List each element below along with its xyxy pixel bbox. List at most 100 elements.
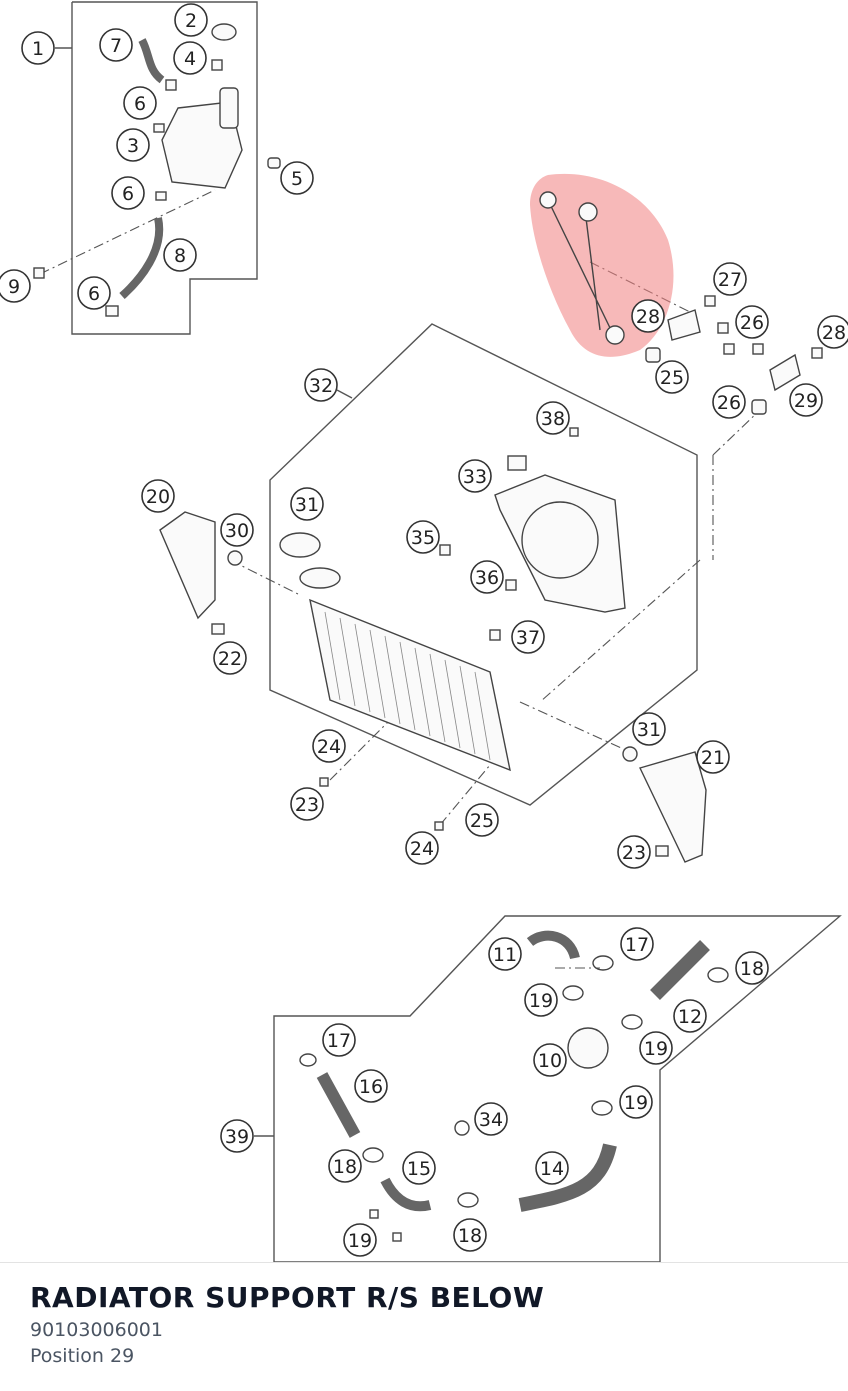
callout-18[interactable]: 18 — [453, 1218, 487, 1252]
callout-32[interactable]: 32 — [304, 368, 338, 402]
callout-circle — [405, 831, 439, 865]
callout-circle — [696, 740, 730, 774]
callout-36[interactable]: 36 — [470, 560, 504, 594]
hose-16 — [316, 1072, 361, 1138]
vent-hose — [138, 38, 165, 84]
callout-19[interactable]: 19 — [524, 983, 558, 1017]
callout-35[interactable]: 35 — [406, 520, 440, 554]
callout-circle — [290, 487, 324, 521]
callout-label: 24 — [410, 838, 434, 860]
callout-3[interactable]: 3 — [116, 128, 150, 162]
callout-circle — [465, 803, 499, 837]
callout-8[interactable]: 8 — [163, 238, 197, 272]
callout-28[interactable]: 28 — [817, 315, 848, 349]
callout-19[interactable]: 19 — [639, 1031, 673, 1065]
callout-22[interactable]: 22 — [213, 641, 247, 675]
callout-label: 23 — [622, 842, 646, 864]
callout-20[interactable]: 20 — [141, 479, 175, 513]
callout-19[interactable]: 19 — [619, 1085, 653, 1119]
callout-18[interactable]: 18 — [735, 951, 769, 985]
radiator-cap — [279, 532, 321, 558]
callout-label: 18 — [740, 958, 764, 980]
callout-19[interactable]: 19 — [343, 1223, 377, 1257]
hose-11 — [526, 930, 580, 960]
callout-circle — [141, 479, 175, 513]
callout-label: 14 — [540, 1158, 564, 1180]
callout-24[interactable]: 24 — [405, 831, 439, 865]
callout-label: 5 — [291, 168, 303, 190]
callout-9[interactable]: 9 — [0, 269, 31, 303]
callout-1[interactable]: 1 — [21, 31, 55, 65]
callout-label: 33 — [463, 466, 487, 488]
callout-label: 18 — [333, 1156, 357, 1178]
callout-circle — [322, 1023, 356, 1057]
callout-circle — [290, 787, 324, 821]
callout-circle — [163, 238, 197, 272]
callout-21[interactable]: 21 — [696, 740, 730, 774]
callout-label: 36 — [475, 567, 499, 589]
callout-label: 9 — [8, 276, 20, 298]
callout-16[interactable]: 16 — [354, 1069, 388, 1103]
callout-2[interactable]: 2 — [174, 3, 208, 37]
callout-25[interactable]: 25 — [465, 803, 499, 837]
callout-label: 15 — [407, 1158, 431, 1180]
callout-5[interactable]: 5 — [280, 161, 314, 195]
callout-label: 19 — [529, 990, 553, 1012]
part-number: 90103006001 — [30, 1319, 163, 1341]
callout-39[interactable]: 39 — [220, 1119, 254, 1153]
callout-circle — [655, 360, 689, 394]
callout-23[interactable]: 23 — [290, 787, 324, 821]
callout-28[interactable]: 28 — [631, 299, 665, 333]
callout-25[interactable]: 25 — [655, 360, 689, 394]
callout-circle — [213, 641, 247, 675]
callout-29[interactable]: 29 — [789, 383, 823, 417]
callout-27[interactable]: 27 — [713, 262, 747, 296]
callout-label: 11 — [493, 944, 517, 966]
callout-6[interactable]: 6 — [123, 86, 157, 120]
callout-circle — [511, 620, 545, 654]
side-cover-left — [159, 511, 216, 620]
support-plate-right — [769, 353, 801, 392]
callout-circle — [406, 520, 440, 554]
hose-14 — [518, 1143, 617, 1212]
callout-label: 26 — [740, 312, 764, 334]
callout-6[interactable]: 6 — [77, 276, 111, 310]
callout-label: 10 — [538, 1050, 562, 1072]
callout-14[interactable]: 14 — [535, 1151, 569, 1185]
callout-10[interactable]: 10 — [533, 1043, 567, 1077]
callout-label: 39 — [225, 1126, 249, 1148]
callout-6[interactable]: 6 — [111, 176, 145, 210]
callout-circle — [536, 401, 570, 435]
callout-26[interactable]: 26 — [712, 385, 746, 419]
callout-31[interactable]: 31 — [632, 712, 666, 746]
callout-label: 21 — [701, 747, 725, 769]
callout-33[interactable]: 33 — [458, 459, 492, 493]
callout-34[interactable]: 34 — [474, 1102, 508, 1136]
callout-circle — [220, 1119, 254, 1153]
callout-4[interactable]: 4 — [173, 41, 207, 75]
callout-circle — [343, 1223, 377, 1257]
exploded-parts-diagram: 1234566678910111214151617171818181919191… — [0, 1, 848, 1262]
callout-38[interactable]: 38 — [536, 401, 570, 435]
callout-11[interactable]: 11 — [488, 937, 522, 971]
callout-label: 31 — [295, 494, 319, 516]
callout-15[interactable]: 15 — [402, 1151, 436, 1185]
callout-37[interactable]: 37 — [511, 620, 545, 654]
callout-23[interactable]: 23 — [617, 835, 651, 869]
callout-26[interactable]: 26 — [735, 305, 769, 339]
callout-31[interactable]: 31 — [290, 487, 324, 521]
radiator-filler — [299, 567, 341, 589]
callout-label: 23 — [295, 794, 319, 816]
callout-label: 20 — [146, 486, 170, 508]
callout-label: 18 — [458, 1225, 482, 1247]
callout-7[interactable]: 7 — [99, 28, 133, 62]
callout-24[interactable]: 24 — [312, 729, 346, 763]
callout-30[interactable]: 30 — [220, 513, 254, 547]
callout-label: 1 — [32, 38, 44, 60]
callout-circle — [453, 1218, 487, 1252]
callout-18[interactable]: 18 — [328, 1149, 362, 1183]
callout-circle — [173, 41, 207, 75]
callout-12[interactable]: 12 — [673, 999, 707, 1033]
callout-17[interactable]: 17 — [322, 1023, 356, 1057]
callout-17[interactable]: 17 — [620, 927, 654, 961]
